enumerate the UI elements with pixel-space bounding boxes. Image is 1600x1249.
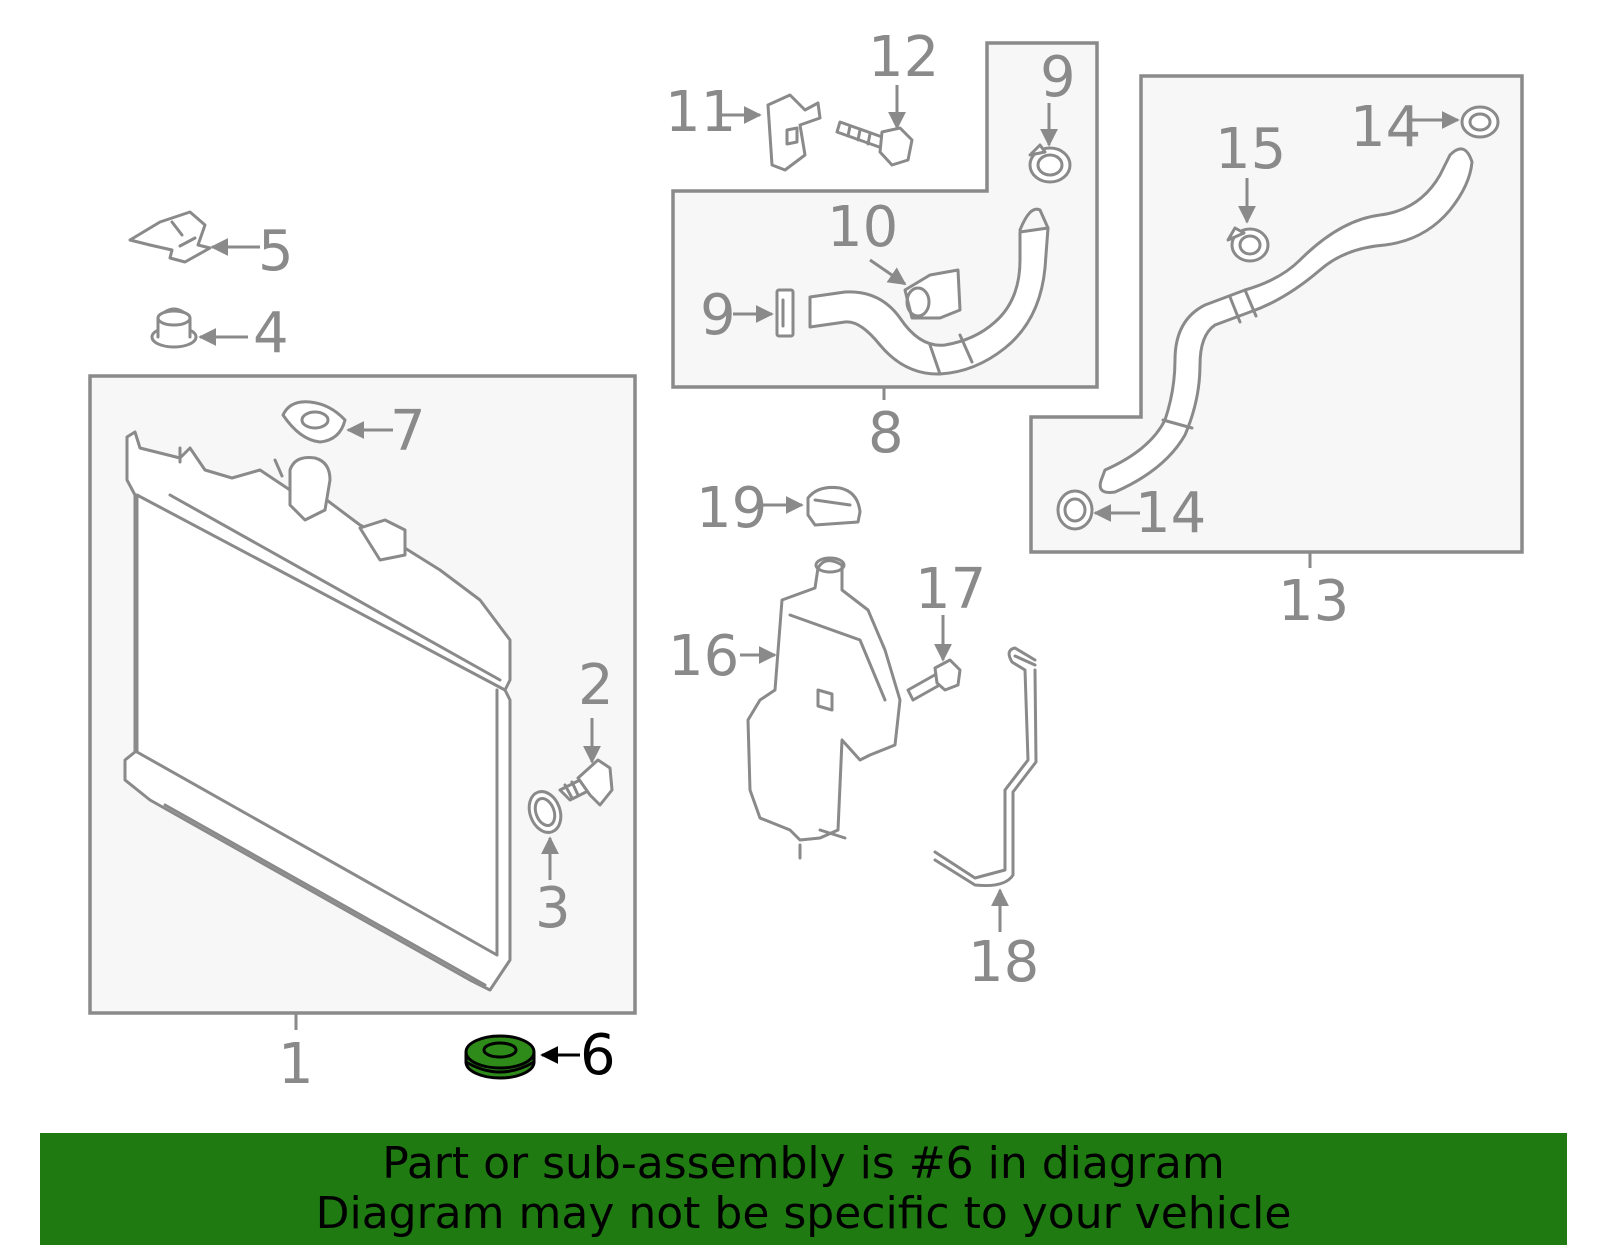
hose-bracket-part: [766, 93, 822, 172]
clip-bracket-part: [128, 210, 212, 264]
callout-7: 7: [390, 399, 426, 464]
overflow-pipe-part: [933, 646, 1038, 887]
hose-clamp-left-part: [775, 288, 795, 338]
lower-hose-part: [1098, 147, 1474, 494]
callout-9-top: 9: [1040, 45, 1076, 110]
info-banner: Part or sub-assembly is #6 in diagram Di…: [40, 1133, 1567, 1245]
banner-line-1: Part or sub-assembly is #6 in diagram: [382, 1138, 1225, 1189]
reservoir-cap-part: [806, 486, 862, 527]
callout-9-left: 9: [700, 283, 736, 348]
callout-1: 1: [278, 1032, 314, 1097]
grommet-part: [150, 307, 198, 349]
coolant-reservoir-part: [746, 556, 902, 860]
callout-12: 12: [868, 25, 939, 90]
callout-5: 5: [258, 219, 294, 284]
hose-clamp-14-top-part: [1460, 105, 1500, 139]
callout-18: 18: [968, 930, 1039, 995]
radiator-part: [123, 430, 512, 992]
callout-14-bottom: 14: [1135, 481, 1206, 546]
callout-10: 10: [827, 195, 898, 260]
hose-clamp-14-bottom-part: [1056, 489, 1094, 531]
callout-6: 6: [580, 1023, 616, 1088]
callout-19: 19: [696, 476, 767, 541]
callout-2: 2: [578, 653, 614, 718]
banner-line-2: Diagram may not be specific to your vehi…: [315, 1188, 1292, 1239]
highlighted-grommet-part: [464, 1034, 536, 1080]
hose-clamp-15-part: [1226, 226, 1270, 263]
lower-hose-group-box: [1029, 74, 1524, 554]
reservoir-bolt-part: [906, 658, 962, 702]
drain-plug-part: [558, 758, 614, 807]
callout-17: 17: [915, 557, 986, 622]
callout-14-top: 14: [1350, 95, 1421, 160]
callout-3: 3: [535, 876, 571, 941]
callout-13: 13: [1278, 569, 1349, 634]
callout-8: 8: [868, 401, 904, 466]
bolt-part: [835, 120, 914, 167]
radiator-cap-part: [281, 400, 347, 444]
callout-16: 16: [668, 624, 739, 689]
callout-4: 4: [253, 301, 289, 366]
upper-hose-part: [808, 207, 1050, 376]
callout-11: 11: [665, 80, 736, 145]
hose-bracket-10-part: [903, 268, 962, 320]
hose-clamp-top-part: [1028, 143, 1072, 184]
callout-15: 15: [1215, 117, 1286, 182]
o-ring-part: [527, 790, 563, 834]
